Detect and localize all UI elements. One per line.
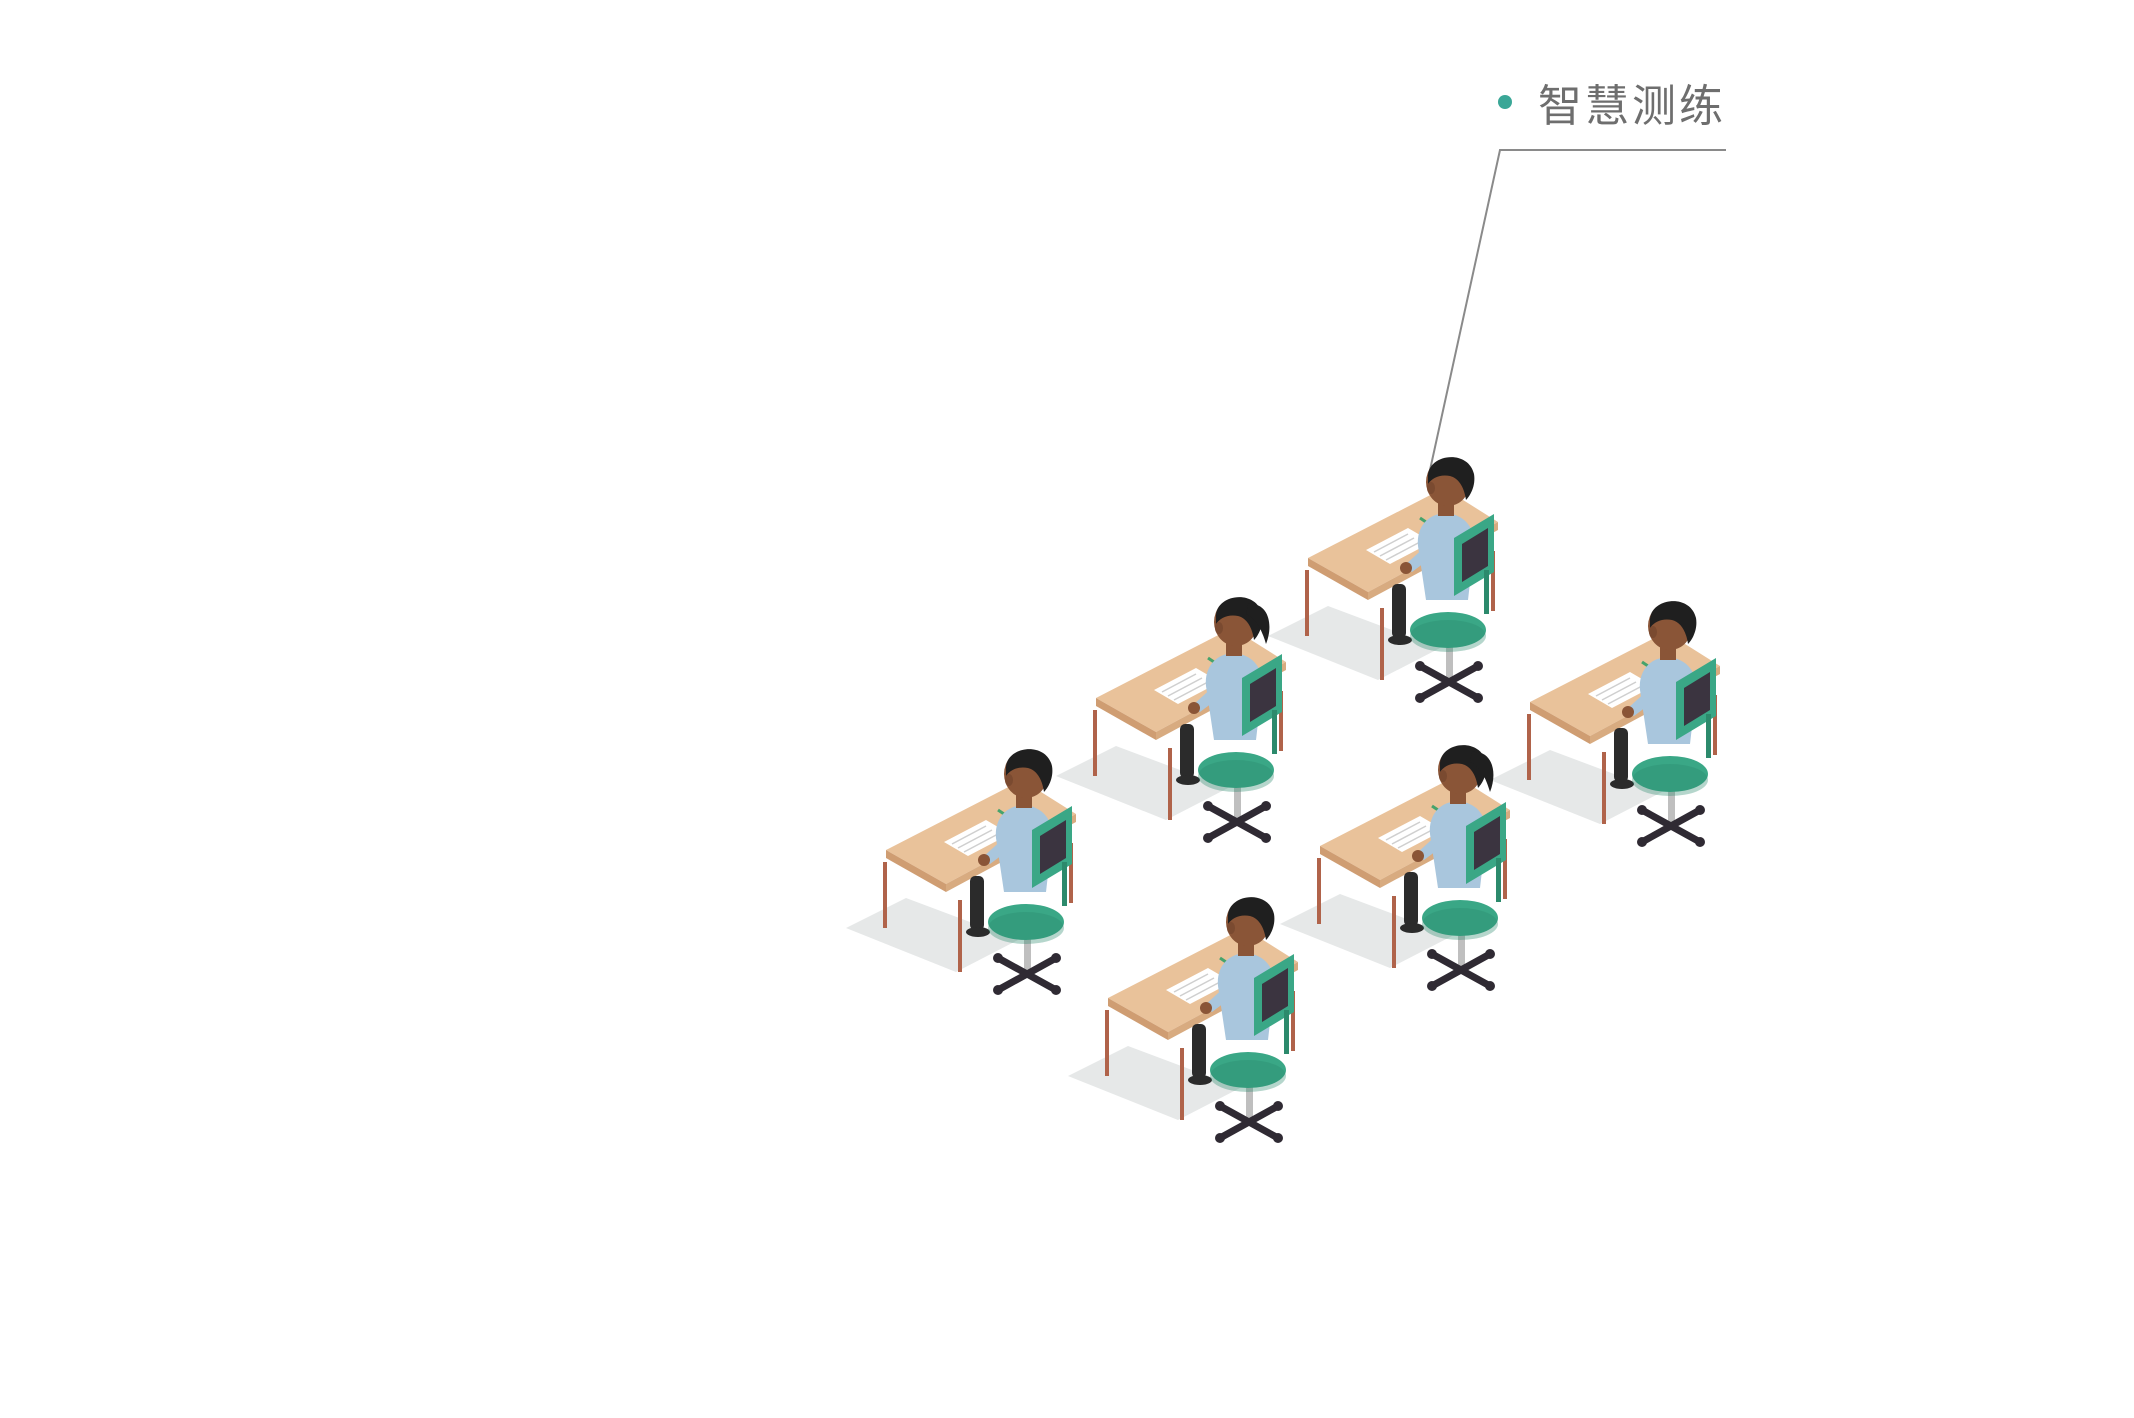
student-desk-3 <box>1490 601 1720 847</box>
student-desk-4 <box>846 749 1076 995</box>
callout-text: 智慧测练 <box>1538 81 1726 132</box>
student-desk-1 <box>1268 457 1498 703</box>
bullet-dot-icon <box>1498 95 1512 109</box>
student-desk-2 <box>1056 597 1286 843</box>
callout-leader-line <box>1429 149 1726 471</box>
student-desk-5 <box>1280 745 1510 991</box>
callout-label: 智慧测练 <box>1498 70 1726 134</box>
student-desk-6 <box>1068 897 1298 1143</box>
